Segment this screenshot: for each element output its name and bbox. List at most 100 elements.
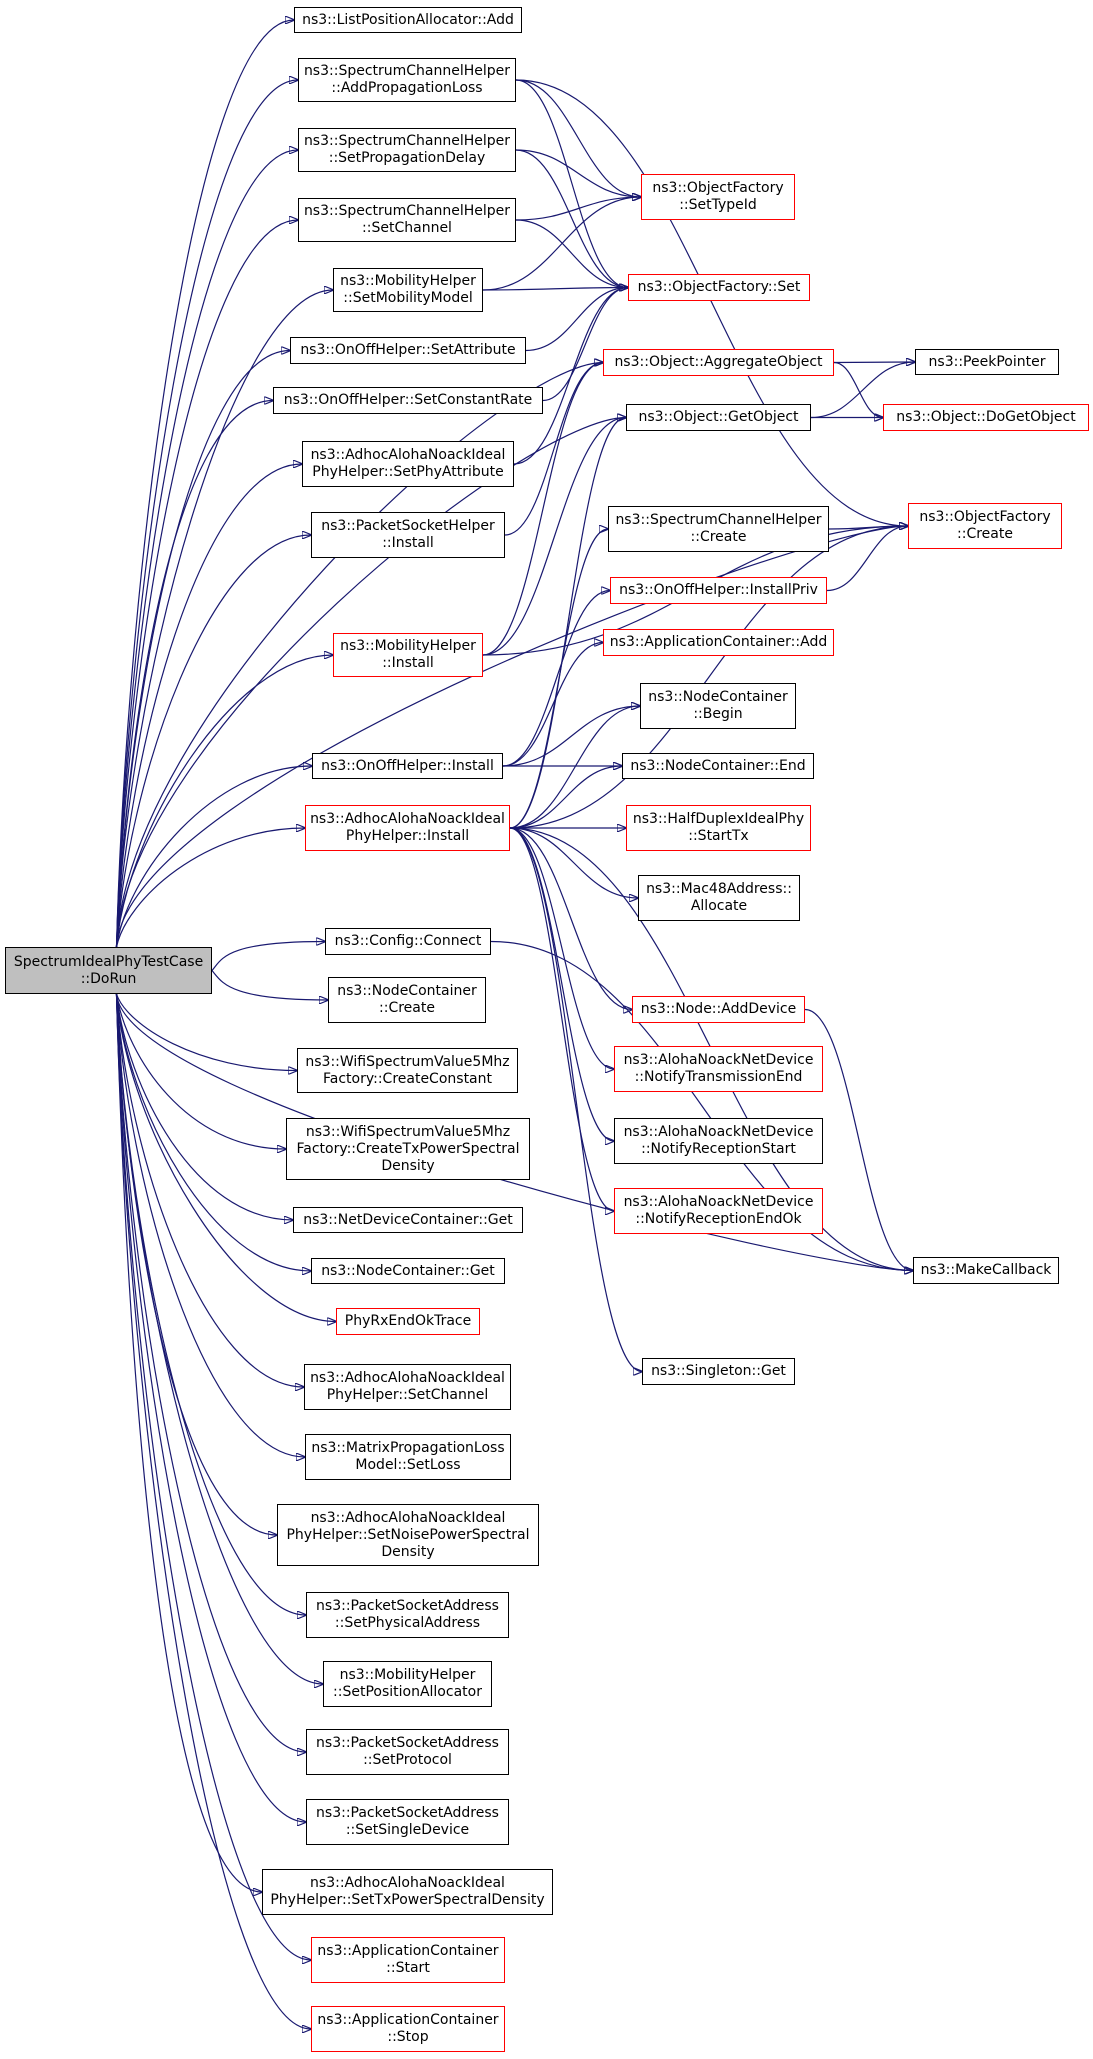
node-of-create[interactable]: ns3::ObjectFactory ::Create <box>908 503 1062 549</box>
edge-aan-inst-to-nc-end <box>509 766 622 829</box>
edge-root-to-ac-start <box>115 993 312 1960</box>
edge-root-to-phy-trace <box>115 993 337 1322</box>
node-ndc-get[interactable]: ns3::NetDeviceContainer::Get <box>293 1207 523 1233</box>
node-ac-stop[interactable]: ns3::ApplicationContainer ::Stop <box>311 2006 505 2052</box>
edge-mh-smm-to-of-sti <box>482 197 641 291</box>
edge-root-to-mh-smm <box>115 290 334 948</box>
edge-root-to-mh-spa <box>115 993 324 1684</box>
node-psa-ssd[interactable]: ns3::PacketSocketAddress ::SetSingleDevi… <box>306 1799 509 1845</box>
node-lpa-add[interactable]: ns3::ListPositionAllocator::Add <box>294 7 522 33</box>
edge-sch-apl-to-of-set <box>515 79 628 288</box>
edge-root-to-aan-inst <box>115 828 306 948</box>
node-sch-sc[interactable]: ns3::SpectrumChannelHelper ::SetChannel <box>298 198 516 242</box>
edge-ooh-sa-to-of-set <box>525 288 628 352</box>
edge-root-to-aan-snps <box>115 993 278 1535</box>
edge-aan-spa-to-of-set <box>513 288 628 465</box>
node-aan-stx[interactable]: ns3::AdhocAlohaNoackIdeal PhyHelper::Set… <box>262 1869 553 1915</box>
node-aan-spa[interactable]: ns3::AdhocAlohaNoackIdeal PhyHelper::Set… <box>302 441 514 487</box>
edge-root-to-ndc-get <box>115 993 294 1220</box>
edge-sch-sc-to-of-sti <box>515 197 641 221</box>
edge-aan-inst-to-and-nre <box>509 827 614 1211</box>
edge-root-to-nc-create <box>211 970 328 1001</box>
node-sch-apl[interactable]: ns3::SpectrumChannelHelper ::AddPropagat… <box>298 58 516 102</box>
node-psa-spa[interactable]: ns3::PacketSocketAddress ::SetPhysicalAd… <box>306 1592 509 1638</box>
edge-aan-inst-to-sch-create <box>509 529 608 829</box>
node-mh-smm[interactable]: ns3::MobilityHelper ::SetMobilityModel <box>333 268 483 312</box>
node-psa-sp[interactable]: ns3::PacketSocketAddress ::SetProtocol <box>306 1729 509 1775</box>
node-nc-create[interactable]: ns3::NodeContainer ::Create <box>328 977 486 1023</box>
edge-root-to-aan-stx <box>115 993 263 1892</box>
edge-ooh-inst-to-ac-add <box>502 643 603 767</box>
node-root: SpectrumIdealPhyTestCase ::DoRun <box>5 947 212 994</box>
node-obj-agg[interactable]: ns3::Object::AggregateObject <box>603 349 834 376</box>
edge-node-add-to-make-cb <box>804 1008 913 1271</box>
edge-root-to-lpa-add <box>115 20 295 948</box>
edge-root-to-ooh-inst <box>115 766 313 948</box>
node-psh-inst[interactable]: ns3::PacketSocketHelper ::Install <box>311 512 505 558</box>
node-sch-create[interactable]: ns3::SpectrumChannelHelper ::Create <box>608 506 829 552</box>
node-phy-trace[interactable]: PhyRxEndOkTrace <box>336 1308 480 1335</box>
edge-sch-apl-to-of-sti <box>515 79 641 197</box>
edge-cfg-conn-to-make-cb <box>490 940 913 1271</box>
node-and-nrs[interactable]: ns3::AlohaNoackNetDevice ::NotifyRecepti… <box>614 1118 823 1164</box>
node-nc-begin[interactable]: ns3::NodeContainer ::Begin <box>640 683 796 729</box>
node-make-cb[interactable]: ns3::MakeCallback <box>913 1257 1059 1284</box>
node-of-set[interactable]: ns3::ObjectFactory::Set <box>628 274 810 301</box>
node-mh-spa[interactable]: ns3::MobilityHelper ::SetPositionAllocat… <box>323 1661 492 1707</box>
node-of-sti[interactable]: ns3::ObjectFactory ::SetTypeId <box>641 174 795 220</box>
edge-aan-inst-to-mac-alloc <box>509 827 638 898</box>
edge-root-to-sch-spd <box>115 150 299 948</box>
edge-root-to-sch-apl <box>115 80 299 948</box>
node-and-nte[interactable]: ns3::AlohaNoackNetDevice ::NotifyTransmi… <box>614 1046 823 1092</box>
node-mpl-sl[interactable]: ns3::MatrixPropagationLoss Model::SetLos… <box>305 1434 511 1480</box>
edge-sch-spd-to-of-set <box>515 149 628 288</box>
node-aan-inst[interactable]: ns3::AdhocAlohaNoackIdeal PhyHelper::Ins… <box>305 805 510 851</box>
edge-ooh-scr-to-of-set <box>542 288 628 402</box>
node-aan-sc[interactable]: ns3::AdhocAlohaNoackIdeal PhyHelper::Set… <box>304 1364 511 1410</box>
node-cfg-conn[interactable]: ns3::Config::Connect <box>325 928 491 955</box>
node-ac-add[interactable]: ns3::ApplicationContainer::Add <box>603 629 834 656</box>
edge-root-to-obj-get <box>115 418 627 948</box>
node-and-nre[interactable]: ns3::AlohaNoackNetDevice ::NotifyRecepti… <box>614 1188 823 1234</box>
edge-root-to-mpl-sl <box>115 993 306 1457</box>
node-ooh-scr[interactable]: ns3::OnOffHelper::SetConstantRate <box>273 387 543 414</box>
edge-obj-agg-to-obj-dgo <box>833 361 883 418</box>
node-obj-get[interactable]: ns3::Object::GetObject <box>626 404 811 431</box>
node-node-add[interactable]: ns3::Node::AddDevice <box>632 996 805 1023</box>
node-wsv-cc[interactable]: ns3::WifiSpectrumValue5Mhz Factory::Crea… <box>297 1048 518 1093</box>
edge-ooh-inst-to-ooh-ip <box>502 591 610 767</box>
node-ooh-inst[interactable]: ns3::OnOffHelper::Install <box>312 753 503 779</box>
node-peek[interactable]: ns3::PeekPointer <box>915 349 1059 375</box>
node-wsv-ctx[interactable]: ns3::WifiSpectrumValue5Mhz Factory::Crea… <box>286 1118 530 1180</box>
node-ooh-ip[interactable]: ns3::OnOffHelper::InstallPriv <box>610 577 827 604</box>
edge-aan-inst-to-and-nte <box>509 827 614 1069</box>
edge-sch-sc-to-of-set <box>515 219 628 288</box>
edge-root-to-psh-inst <box>115 535 312 948</box>
edge-root-to-obj-agg <box>115 363 604 948</box>
edge-root-to-mh-inst <box>115 655 334 948</box>
node-ooh-sa[interactable]: ns3::OnOffHelper::SetAttribute <box>290 337 526 364</box>
edge-aan-inst-to-of-create <box>509 526 908 829</box>
edge-aan-inst-to-nc-begin <box>509 706 640 829</box>
edge-root-to-wsv-cc <box>115 993 298 1071</box>
node-nc-end[interactable]: ns3::NodeContainer::End <box>622 753 814 779</box>
edge-root-to-psa-sp <box>115 993 307 1752</box>
node-singleton[interactable]: ns3::Singleton::Get <box>642 1358 795 1385</box>
edge-root-to-aan-sc <box>115 993 305 1387</box>
edge-aan-inst-to-node-add <box>509 827 632 1010</box>
edge-root-to-cfg-conn <box>211 942 325 971</box>
node-hdi-stx[interactable]: ns3::HalfDuplexIdealPhy ::StartTx <box>626 805 811 851</box>
node-obj-dgo[interactable]: ns3::Object::DoGetObject <box>883 404 1089 431</box>
edge-ooh-inst-to-nc-begin <box>502 706 640 767</box>
edge-root-to-ooh-scr <box>115 401 274 948</box>
edge-root-to-psa-ssd <box>115 993 307 1822</box>
node-nc-get[interactable]: ns3::NodeContainer::Get <box>311 1258 505 1284</box>
node-ac-start[interactable]: ns3::ApplicationContainer ::Start <box>311 1937 505 1983</box>
node-mh-inst[interactable]: ns3::MobilityHelper ::Install <box>333 633 483 677</box>
edge-root-to-nc-get <box>115 993 312 1271</box>
node-sch-spd[interactable]: ns3::SpectrumChannelHelper ::SetPropagat… <box>298 128 516 172</box>
node-aan-snps[interactable]: ns3::AdhocAlohaNoackIdeal PhyHelper::Set… <box>277 1504 539 1566</box>
node-mac-alloc[interactable]: ns3::Mac48Address:: Allocate <box>638 875 800 921</box>
